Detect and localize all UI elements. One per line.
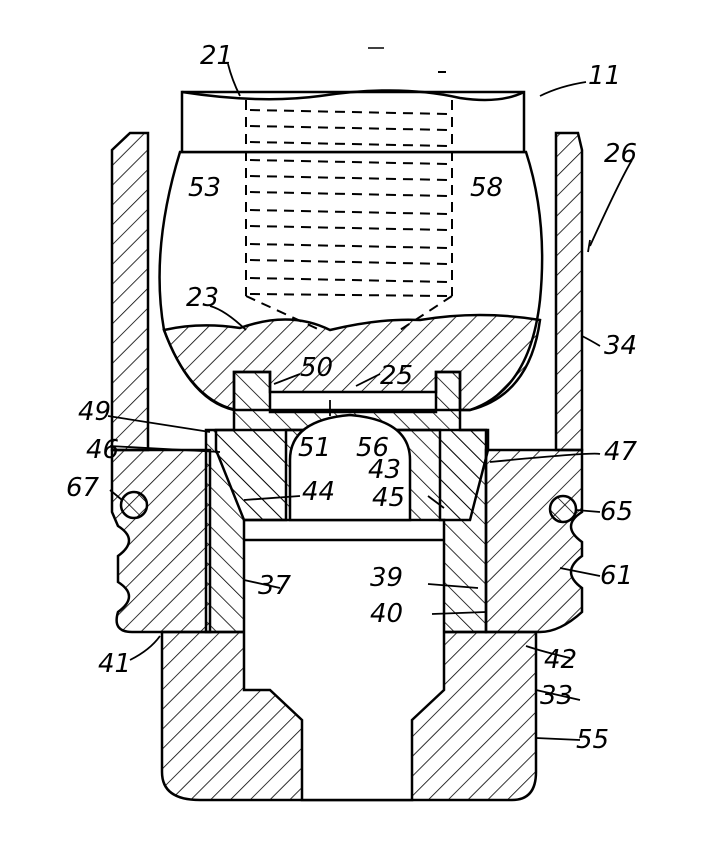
ref-56: 56 [356,433,389,463]
ref-67: 67 [66,473,100,503]
ref-39: 39 [370,563,403,593]
ref-44: 44 [302,477,335,507]
ref-53: 53 [188,173,221,203]
ref-49: 49 [78,397,111,427]
ref-26: 26 [604,139,637,169]
o-ring-65 [550,496,576,522]
ref-58: 58 [470,173,503,203]
ref-51: 51 [298,433,331,463]
ref-65: 65 [600,497,633,527]
o-ring-67 [121,492,147,518]
ref-61: 61 [600,561,633,591]
ref-50: 50 [300,353,333,383]
ref-25: 25 [380,361,413,391]
ref-23: 23 [186,283,219,313]
ref-42: 42 [544,645,577,675]
collar-left [112,450,210,632]
ref-41: 41 [98,649,131,679]
ref-34: 34 [604,331,637,361]
ref-33: 33 [540,681,573,711]
ref-46: 46 [86,435,119,465]
sleeve-left-wall [112,133,148,450]
ref-45: 45 [372,483,405,513]
ref-55: 55 [576,725,609,755]
stem-11 [182,92,524,152]
ref-37: 37 [258,571,292,601]
sleeve-right-wall [556,133,582,450]
ref-21: 21 [200,41,233,71]
ref-11: 11 [588,61,621,91]
ref-47: 47 [604,437,638,467]
ref-40: 40 [370,599,403,629]
collar-right [486,450,582,632]
